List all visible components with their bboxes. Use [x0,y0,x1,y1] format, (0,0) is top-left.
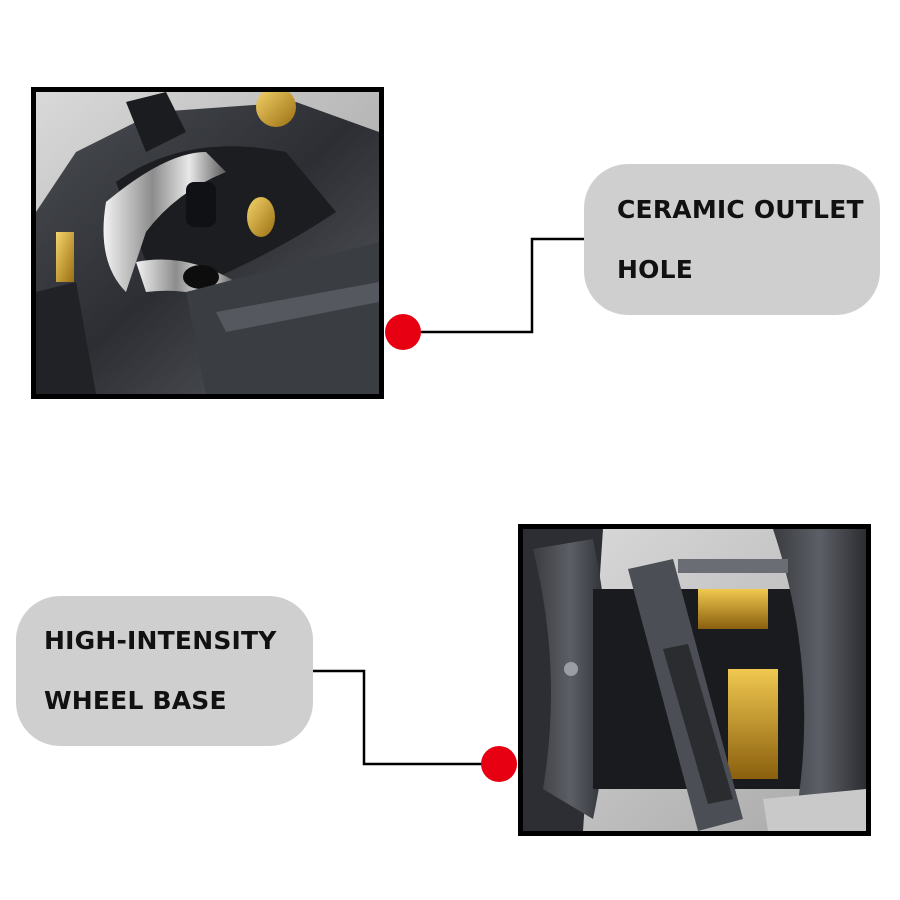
callout-label-line1: CERAMIC OUTLET [617,194,864,224]
wheel-base-callout: HIGH-INTENSITY WHEEL BASE [16,596,313,746]
callout-label-line2: HOLE [617,254,693,284]
callout-label-line1: HIGH-INTENSITY [44,626,277,655]
ceramic-outlet-photo [31,87,384,399]
wheel-base-photo [518,524,871,836]
marker-dot-1 [385,314,421,350]
connector-line-2 [313,669,499,766]
reel-sideview-image [523,529,866,831]
marker-dot-2 [481,746,517,782]
ceramic-outlet-callout: CERAMIC OUTLET HOLE [584,164,880,315]
callout-label-line2: WHEEL BASE [44,686,227,715]
connector-line-1 [403,237,584,334]
reel-closeup-image [36,92,379,394]
